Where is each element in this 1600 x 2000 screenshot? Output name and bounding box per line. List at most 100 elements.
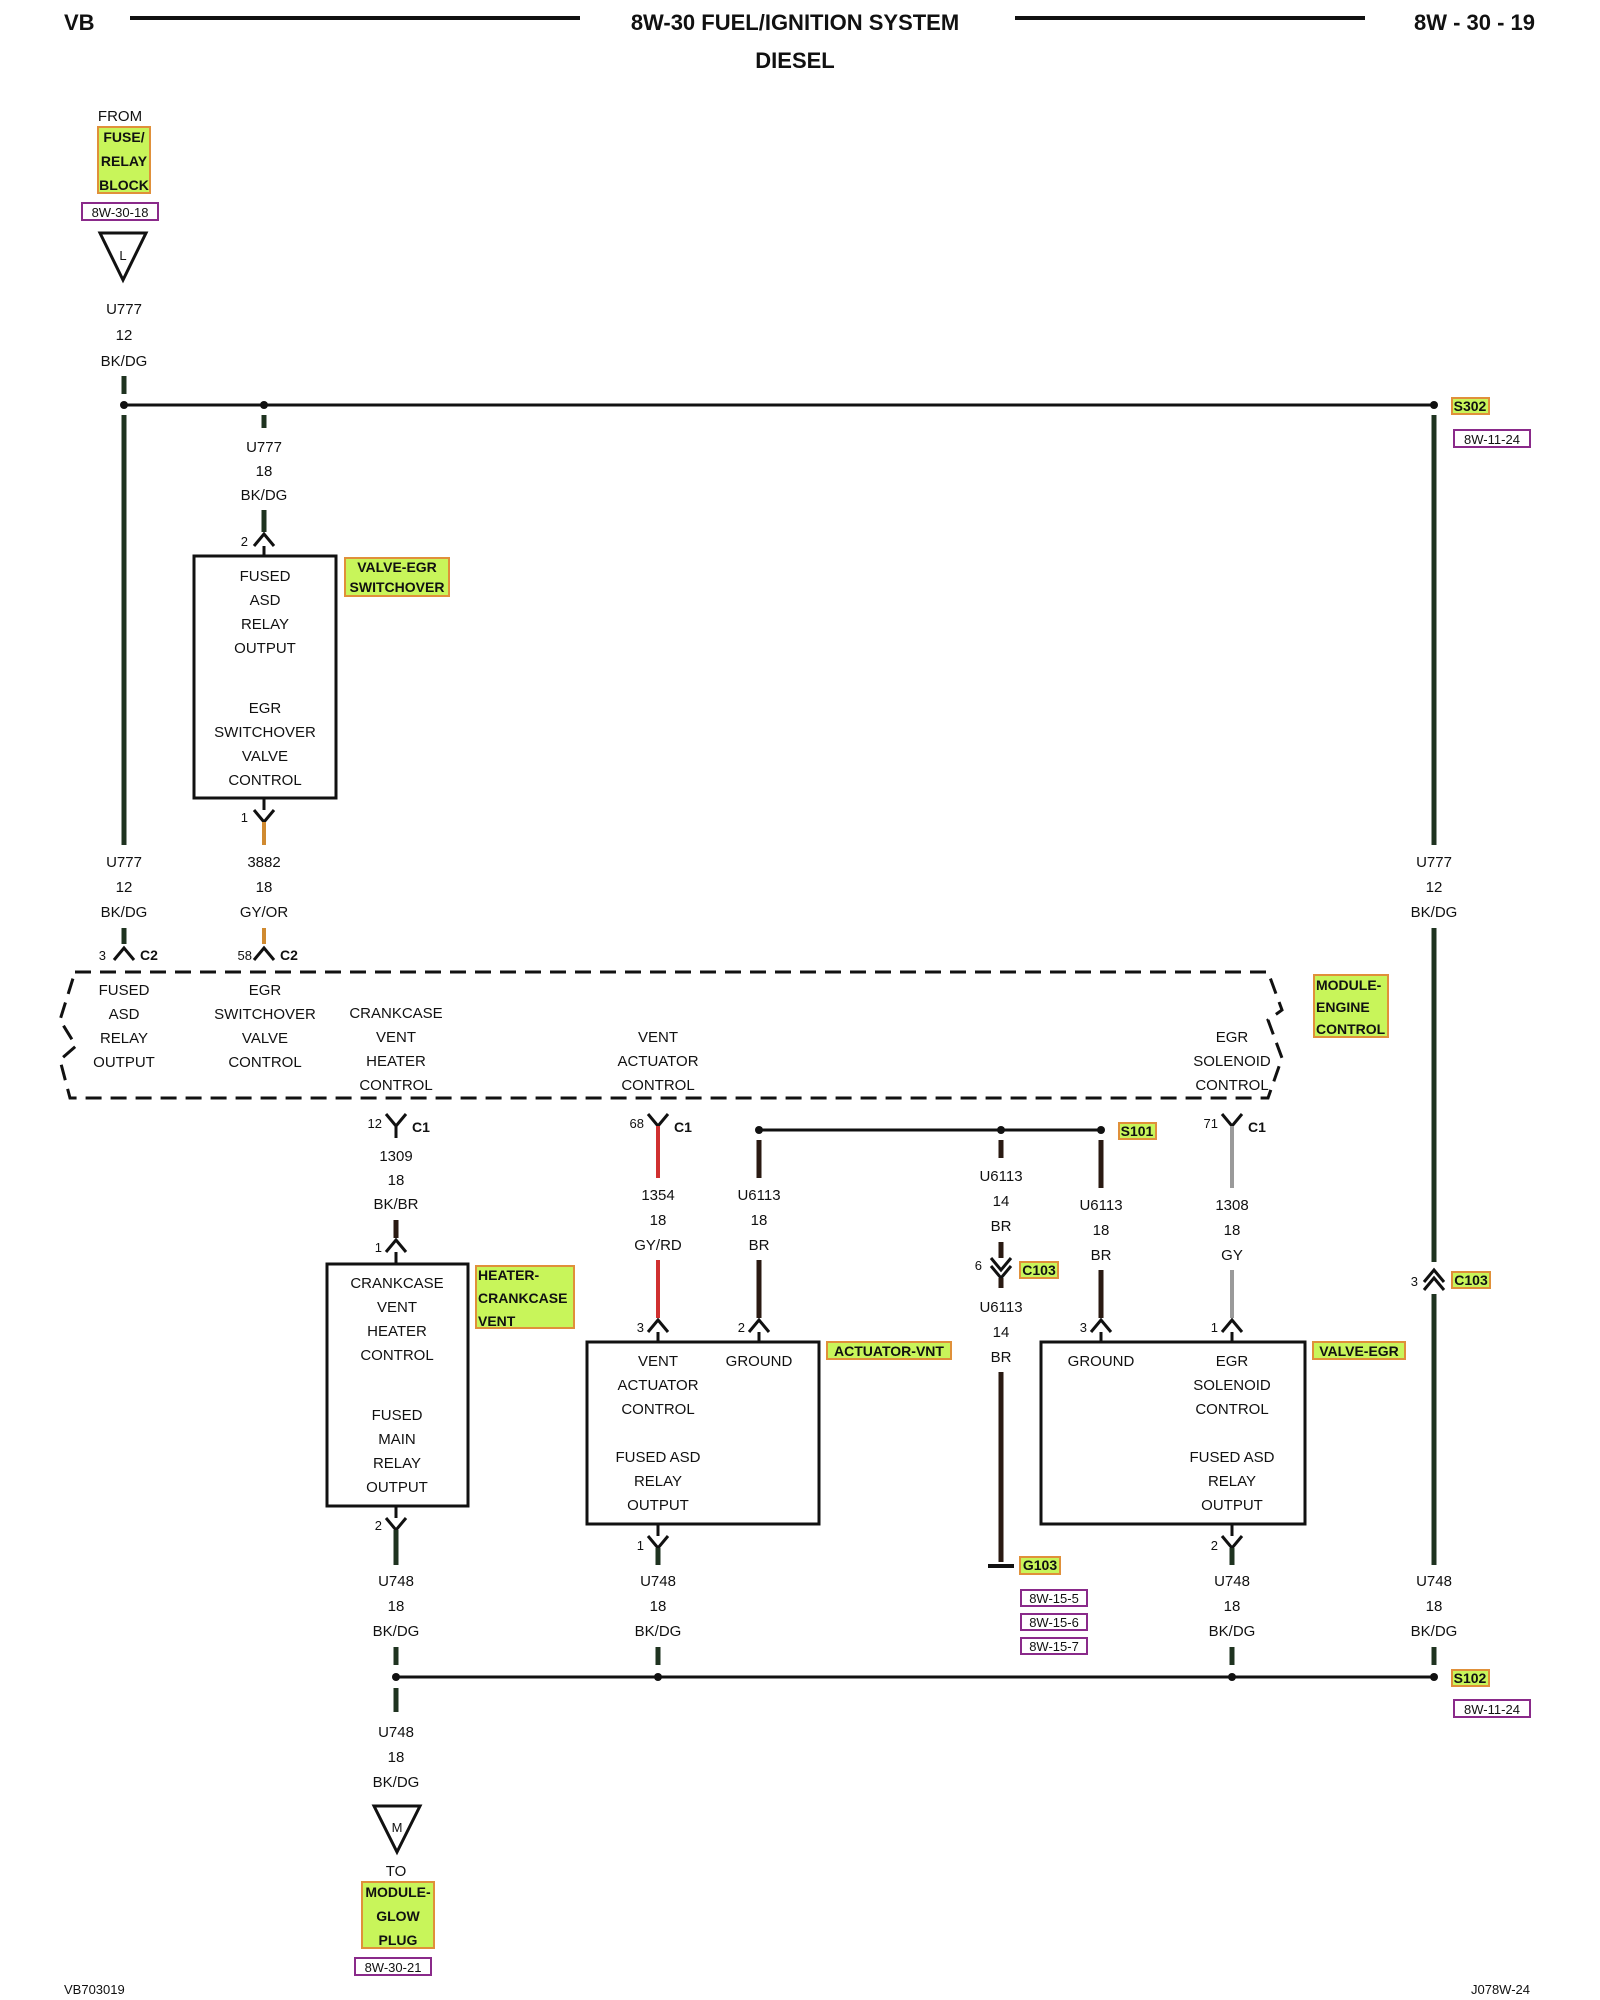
svg-text:2: 2 (1211, 1538, 1218, 1553)
svg-text:HEATER: HEATER (366, 1053, 426, 1070)
svg-text:OUTPUT: OUTPUT (1201, 1497, 1263, 1514)
page-ref-link[interactable]: 8W-11-24 (1464, 432, 1520, 447)
svg-text:14: 14 (993, 1193, 1010, 1210)
svg-text:ENGINE: ENGINE (1316, 999, 1370, 1015)
svg-text:U6113: U6113 (979, 1168, 1022, 1185)
svg-text:U748: U748 (1416, 1573, 1452, 1590)
svg-text:U6113: U6113 (979, 1299, 1022, 1316)
svg-text:14: 14 (993, 1324, 1010, 1341)
svg-text:VENT: VENT (638, 1029, 678, 1046)
component-name: HEATER- (478, 1267, 540, 1283)
svg-text:1: 1 (637, 1538, 644, 1553)
svg-text:OUTPUT: OUTPUT (366, 1479, 428, 1496)
svg-text:18: 18 (388, 1598, 405, 1615)
svg-text:U748: U748 (640, 1573, 676, 1590)
svg-text:U777: U777 (1416, 854, 1452, 871)
svg-text:1308: 1308 (1215, 1197, 1248, 1214)
svg-text:C1: C1 (412, 1119, 430, 1135)
svg-text:CRANKCASE: CRANKCASE (350, 1275, 443, 1292)
svg-text:CONTROL: CONTROL (1195, 1401, 1268, 1418)
svg-text:BK/DG: BK/DG (241, 487, 288, 504)
svg-text:CRANKCASE: CRANKCASE (349, 1005, 442, 1022)
source-fuse-relay-block: FROM FUSE/ RELAY BLOCK 8W-30-18 L (81, 108, 159, 284)
svg-text:3: 3 (1080, 1320, 1087, 1335)
svg-text:GLOW: GLOW (376, 1908, 420, 1924)
svg-text:1354: 1354 (641, 1187, 674, 1204)
svg-text:18: 18 (1426, 1598, 1443, 1615)
svg-text:MAIN: MAIN (378, 1431, 416, 1448)
svg-text:OUTPUT: OUTPUT (234, 640, 296, 657)
svg-text:CONTROL: CONTROL (1316, 1021, 1386, 1037)
svg-text:CRANKCASE: CRANKCASE (478, 1290, 567, 1306)
connector-c103: C103 (1022, 1262, 1056, 1278)
svg-text:VENT: VENT (638, 1353, 678, 1370)
page-ref-link[interactable]: 8W-15-7 (1029, 1639, 1079, 1654)
svg-text:18: 18 (1224, 1222, 1241, 1239)
svg-text:BR: BR (1091, 1247, 1112, 1264)
svg-text:OUTPUT: OUTPUT (93, 1054, 155, 1071)
page-ref-link[interactable]: 8W-11-24 (1464, 1702, 1520, 1717)
svg-text:CONTROL: CONTROL (228, 772, 301, 789)
connector-letter: L (119, 248, 126, 263)
svg-text:PLUG: PLUG (379, 1932, 418, 1948)
svg-text:71: 71 (1204, 1116, 1218, 1131)
svg-text:C2: C2 (140, 947, 158, 963)
svg-text:3: 3 (1411, 1274, 1418, 1289)
svg-text:18: 18 (1093, 1222, 1110, 1239)
svg-text:RELAY: RELAY (101, 153, 148, 169)
page-ref-link[interactable]: 8W-30-18 (92, 205, 149, 220)
svg-text:3: 3 (637, 1320, 644, 1335)
module-engine-control: MODULE- ENGINE CONTROL FUSED ASD RELAY O… (58, 970, 1389, 1100)
svg-text:BR: BR (749, 1237, 770, 1254)
footer-right: J078W-24 (1471, 1982, 1530, 1997)
svg-text:1: 1 (241, 810, 248, 825)
valve-egr-switchover: U777 18 BK/DG 2 FUSED ASD RELAY OUTPUT E… (192, 415, 450, 963)
svg-text:FUSE/: FUSE/ (103, 129, 144, 145)
svg-text:OUTPUT: OUTPUT (627, 1497, 689, 1514)
svg-text:18: 18 (256, 463, 273, 480)
svg-text:EGR: EGR (249, 982, 282, 999)
svg-text:VENT: VENT (376, 1029, 416, 1046)
page-ref-link[interactable]: 8W-15-6 (1029, 1615, 1079, 1630)
svg-text:U748: U748 (1214, 1573, 1250, 1590)
svg-text:BLOCK: BLOCK (99, 177, 149, 193)
svg-text:VALVE: VALVE (242, 748, 288, 765)
header-title: 8W-30 FUEL/IGNITION SYSTEM (631, 10, 959, 35)
svg-text:BR: BR (991, 1218, 1012, 1235)
svg-text:BK/DG: BK/DG (1209, 1623, 1256, 1640)
from-label: FROM (98, 108, 142, 125)
svg-text:FUSED ASD: FUSED ASD (1189, 1449, 1274, 1466)
svg-text:U777: U777 (246, 439, 282, 456)
page-ref-link[interactable]: 8W-15-5 (1029, 1591, 1079, 1606)
svg-text:12: 12 (116, 879, 133, 896)
svg-text:CONTROL: CONTROL (360, 1347, 433, 1364)
svg-text:SWITCHOVER: SWITCHOVER (350, 579, 445, 595)
svg-text:ASD: ASD (109, 1006, 140, 1023)
svg-text:U6113: U6113 (1079, 1197, 1122, 1214)
svg-text:ASD: ASD (250, 592, 281, 609)
svg-text:CONTROL: CONTROL (621, 1401, 694, 1418)
svg-text:CONTROL: CONTROL (228, 1054, 301, 1071)
connector-letter: M (392, 1820, 403, 1835)
svg-text:FUSED: FUSED (240, 568, 291, 585)
svg-text:U6113: U6113 (737, 1187, 780, 1204)
actuator-vnt: VENT ACTUATOR CONTROL FUSED ASD RELAY OU… (585, 1332, 952, 1565)
svg-text:BR: BR (991, 1349, 1012, 1366)
page-ref-link[interactable]: 8W-30-21 (365, 1960, 422, 1975)
header-left: VB (64, 10, 95, 35)
svg-text:3: 3 (99, 948, 106, 963)
svg-text:1: 1 (375, 1240, 382, 1255)
connector-c103: C103 (1454, 1272, 1488, 1288)
svg-text:BK/DG: BK/DG (373, 1623, 420, 1640)
svg-text:RELAY: RELAY (634, 1473, 682, 1490)
svg-text:BK/DG: BK/DG (1411, 1623, 1458, 1640)
svg-text:GROUND: GROUND (1068, 1353, 1135, 1370)
svg-text:2: 2 (241, 534, 248, 549)
svg-text:GY/OR: GY/OR (240, 904, 289, 921)
svg-text:1309: 1309 (379, 1148, 412, 1165)
svg-text:18: 18 (1224, 1598, 1241, 1615)
svg-text:C1: C1 (1248, 1119, 1266, 1135)
svg-text:CONTROL: CONTROL (1195, 1077, 1268, 1094)
svg-text:EGR: EGR (1216, 1029, 1249, 1046)
